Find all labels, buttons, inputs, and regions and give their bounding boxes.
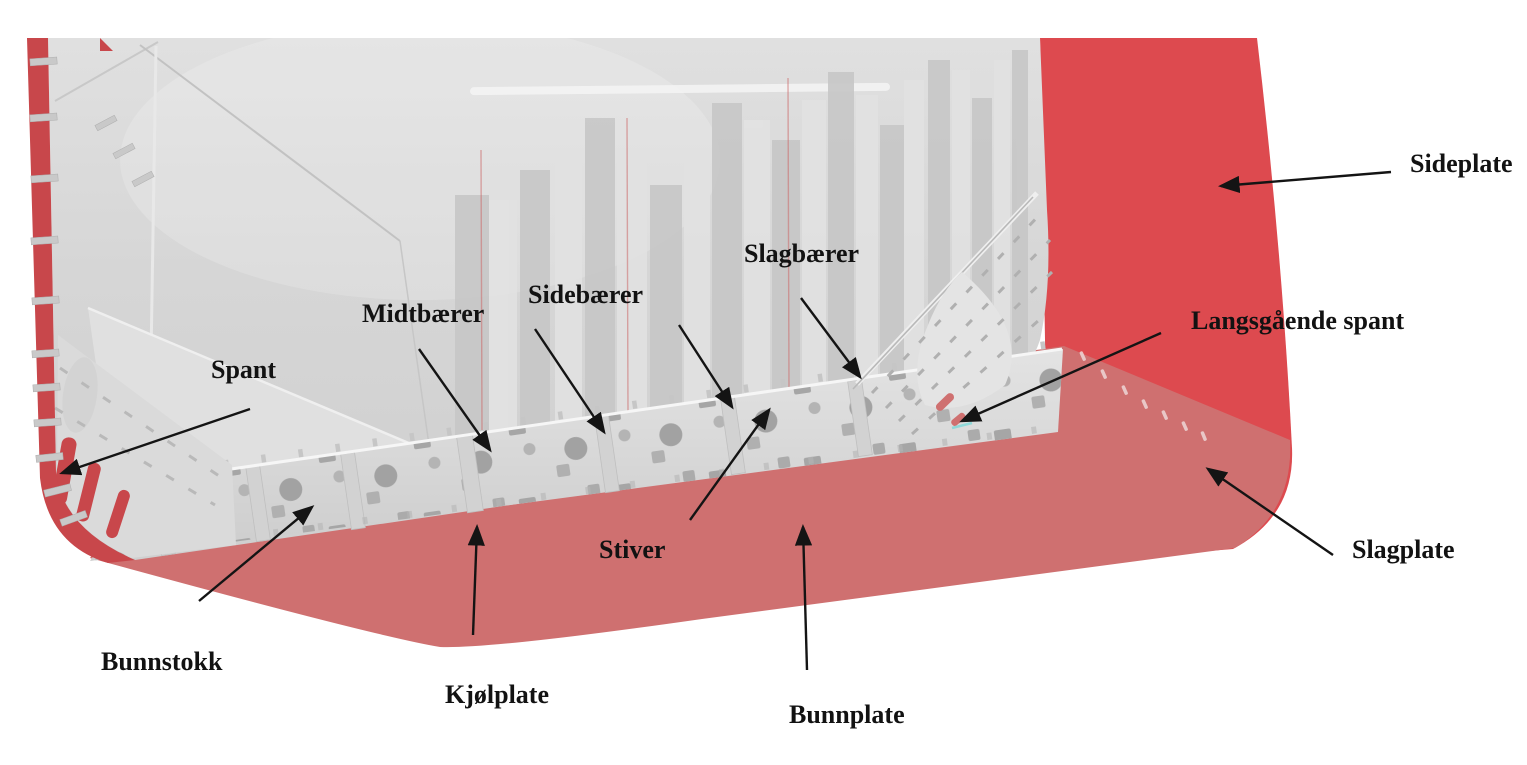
margin-panel-edge: [87, 306, 431, 454]
bilge-stiffener-traces: [1079, 351, 1207, 441]
label-langsgaaende-spant: Langsgående spant: [1191, 306, 1405, 335]
seam-lines: [480, 77, 790, 431]
ceiling-streak: [470, 82, 890, 96]
arrow-slagbaerer: [800, 297, 862, 380]
label-bunnstokk: Bunnstokk: [101, 647, 223, 676]
arrow-slagplate: [1205, 467, 1334, 556]
arrow-sidebaerer-1: [534, 328, 606, 435]
label-bunnplate: Bunnplate: [789, 700, 905, 729]
arrow-midtbaerer: [418, 348, 492, 453]
arrow-sideplate: [1217, 170, 1392, 194]
shell-top-corner: [100, 38, 113, 51]
left-shell-edge: [27, 38, 155, 563]
arrow-bunnplate: [794, 523, 813, 671]
label-sidebaerer: Sidebærer: [528, 280, 644, 309]
label-slagplate: Slagplate: [1352, 535, 1455, 564]
arrow-sidebaerer-2: [677, 324, 734, 410]
arrow-stiver: [689, 407, 771, 521]
arrow-spant: [59, 407, 251, 476]
label-midtbaerer: Midtbærer: [362, 299, 485, 328]
frame-tabs: [29, 56, 155, 527]
arrow-langsgaaende-spant: [959, 331, 1162, 423]
arrow-kjoelplate: [467, 523, 485, 636]
annotation-arrows: [59, 170, 1392, 671]
floor-band: [90, 339, 1063, 561]
left-bilge-bracket: [52, 335, 236, 558]
label-stiver: Stiver: [599, 535, 666, 564]
label-slagbaerer: Slagbærer: [744, 239, 860, 268]
label-sideplate: Sideplate: [1410, 149, 1513, 178]
corrugation-dark: [455, 50, 1028, 438]
label-spant: Spant: [211, 355, 277, 384]
right-bilge-bracket: [852, 191, 1054, 436]
arrow-bunnstokk: [198, 505, 315, 602]
label-kjoelplate: Kjølplate: [445, 680, 549, 709]
